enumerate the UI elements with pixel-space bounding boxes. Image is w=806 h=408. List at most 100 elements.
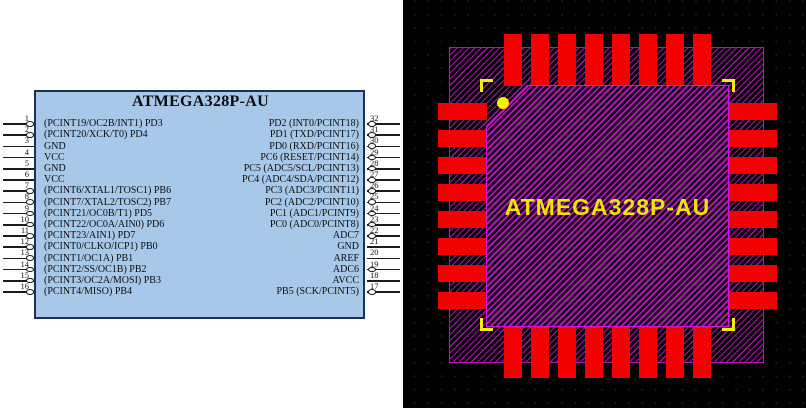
pin-line-11 [3,235,34,237]
pin-number-1: 1 [24,113,29,123]
pin-number-20: 20 [370,247,379,258]
pin-bubble-icon-16 [25,289,34,295]
pin-line-26 [367,190,400,192]
pin-line-2 [3,134,34,136]
pin-line-30 [367,145,400,148]
pad-10 [531,326,549,378]
silkscreen-corner-bottom-right [722,318,735,331]
pad-15 [666,326,684,378]
pin-line-9 [3,212,34,215]
pin-number-26: 26 [370,180,379,191]
pin-line-3 [3,145,34,148]
pin-line-12 [3,246,34,248]
pad-22 [728,156,777,175]
pin-bubble-icon-23 [367,221,376,228]
pin-number-13: 13 [20,247,30,258]
pin-line-23 [367,224,400,226]
pad-14 [639,326,657,378]
pad-18 [728,264,777,283]
pin-bubble-icon-22 [367,233,376,239]
pin-bubble-icon-31 [367,132,376,138]
pin-line-6 [3,179,34,181]
pad-21 [728,183,777,202]
pad-29 [585,34,603,86]
pin-number-19: 19 [370,258,379,269]
pad-2 [438,129,487,148]
pin-bubble-icon-25 [367,199,376,205]
pin-number-23: 23 [370,213,379,224]
pin-label-21: GND [337,241,359,253]
pin-line-16 [3,291,34,293]
pin-label-10: (PCINT22/OC0A/AIN0) PD6 [44,219,165,230]
pin-bubble-icon-10 [25,221,34,228]
pin-bubble-icon-30 [367,143,376,149]
pin-label-14: (PCINT2/SS/OC1B) PB2 [44,263,147,275]
pin-label-1: (PCINT19/OC2B/INT1) PD3 [44,118,163,130]
pin-label-27: PC4 (ADC4/SDA/PCINT12) [242,174,359,186]
pin-number-15: 15 [20,269,30,280]
pin-line-20 [367,257,400,260]
pin-line-24 [367,212,400,215]
pin-line-13 [3,257,34,260]
pin-number-6: 6 [24,169,29,179]
pin-line-22 [367,235,400,237]
pin-line-28 [367,168,400,170]
chip-title: ATMEGA328P-AU [132,93,269,110]
pin-label-29: PC6 (RESET/PCINT14) [260,151,359,163]
pin-line-19 [367,268,400,271]
silkscreen-corner-bottom-left [480,318,493,331]
pin-line-31 [367,134,400,136]
pin-number-32: 32 [370,113,379,123]
pin-label-32: PD2 (INT0/PCINT18) [268,118,359,130]
pin-label-4: VCC [44,151,65,163]
pin-bubble-icon-19 [367,266,376,273]
pin-label-7: (PCINT6/XTAL1/TOSC1) PB6 [44,185,172,197]
pin-number-25: 25 [370,191,379,202]
pin-label-9: (PCINT21/OC0B/T1) PD5 [44,207,153,219]
pad-28 [612,34,630,86]
pad-31 [531,34,549,86]
pin-number-11: 11 [20,225,29,235]
pin-line-14 [3,268,34,271]
pin-label-18: AVCC [332,275,360,286]
pin-bubble-icon-7 [25,188,34,194]
pin-label-5: GND [44,163,66,174]
pin-number-3: 3 [24,135,29,146]
pin-line-8 [3,201,34,204]
pin-label-6: VCC [44,174,65,186]
pad-8 [438,291,487,310]
pin-number-22: 22 [370,225,379,235]
pad-27 [639,34,657,86]
pad-24 [728,102,777,121]
pin-number-2: 2 [24,124,29,135]
pin-number-12: 12 [20,236,30,247]
pin-label-30: PD0 (RXD/PCINT16) [269,140,359,152]
silkscreen-corner-top-right [722,79,735,92]
pin-bubble-icon-13 [25,255,34,261]
pin-bubble-icon-12 [25,244,34,250]
pin1-indicator-dot-icon [497,97,509,109]
pin-line-4 [3,156,34,159]
pin-bubble-icon-24 [367,210,376,217]
pin-label-23: PC0 (ADC0/PCINT8) [269,219,359,230]
pin-label-26: PC3 (ADC3/PCINT11) [265,185,359,197]
pad-6 [438,237,487,256]
pin-label-13: (PCINT1/OC1A) PB1 [44,252,134,264]
pcb-footprint-panel: ATMEGA328P-AU [403,0,806,408]
pin-label-16: (PCINT4/MISO) PB4 [44,286,133,298]
pad-30 [558,34,576,86]
pin-line-17 [367,291,400,293]
pin-line-1 [3,123,34,125]
pad-20 [728,210,777,229]
pin-bubble-icon-2 [25,132,34,138]
pad-4 [438,183,487,202]
pin-line-7 [3,190,34,192]
pin-label-22: ADC7 [332,230,359,242]
pin-number-4: 4 [24,146,29,157]
pin-bubble-icon-28 [367,165,376,172]
pin-line-15 [3,280,34,282]
pin-bubble-icon-1 [25,121,34,127]
pin-number-29: 29 [370,146,379,157]
pad-7 [438,264,487,283]
pin-bubble-icon-32 [367,121,376,127]
